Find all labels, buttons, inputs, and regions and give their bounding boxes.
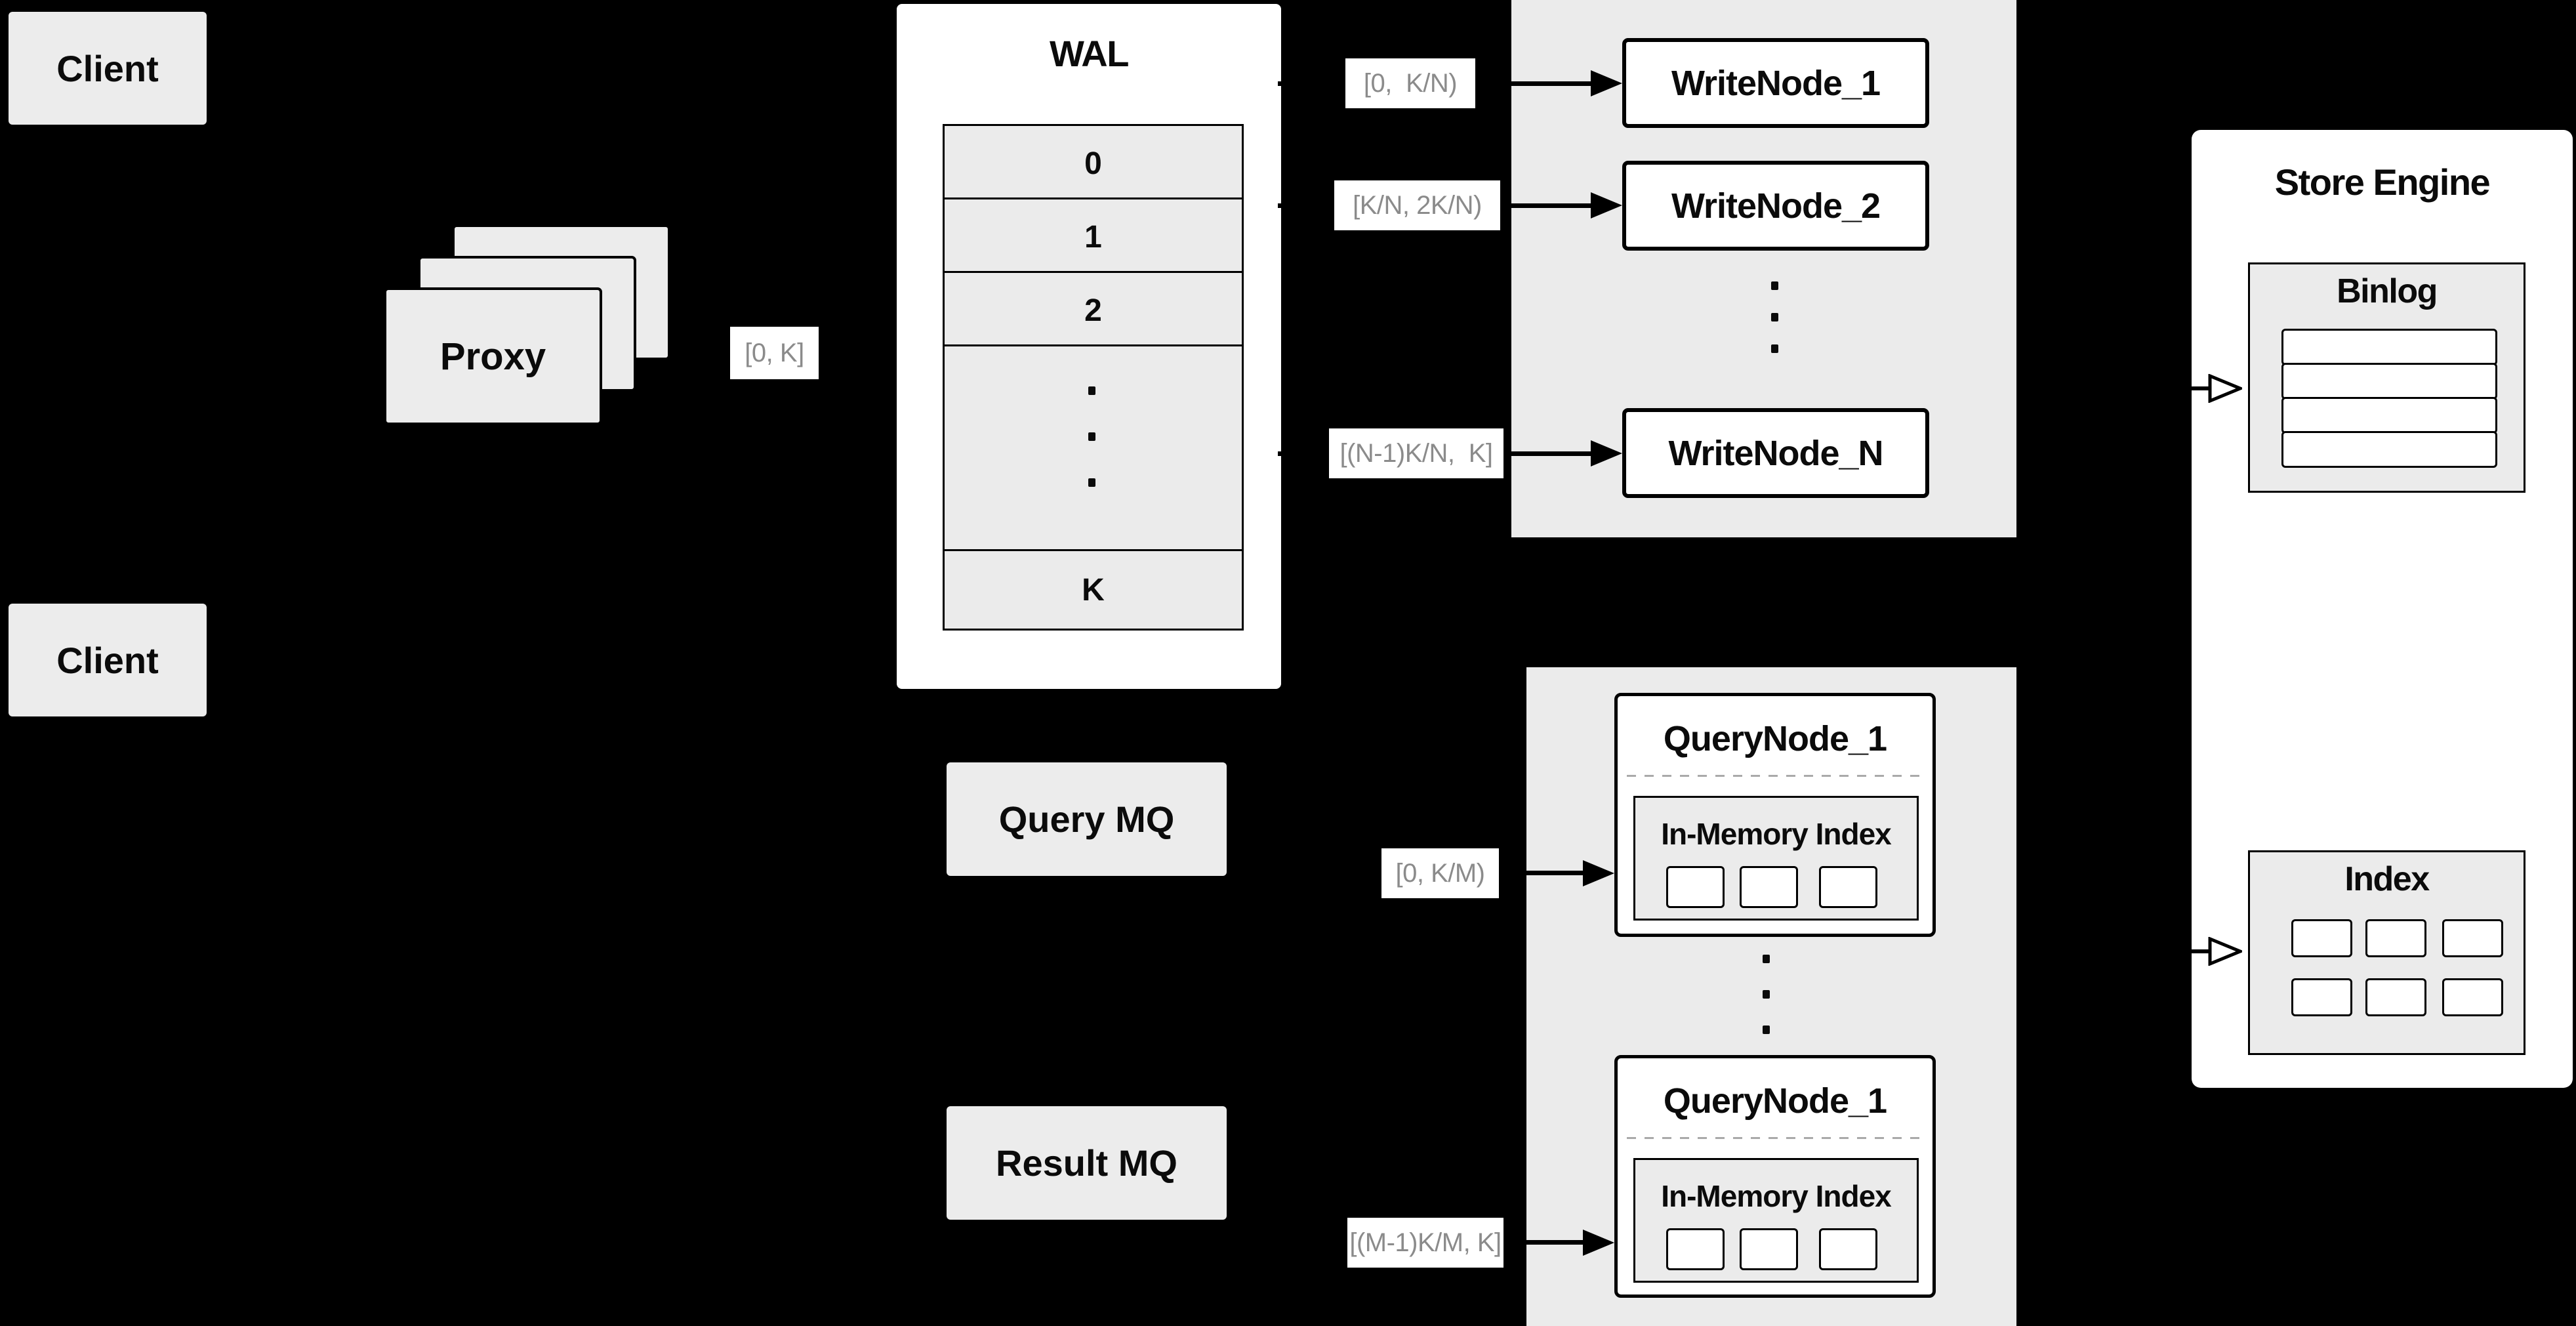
- arrow-to-index-open-head: [2208, 937, 2242, 966]
- index-cell: [2365, 978, 2426, 1016]
- binlog-box: Binlog: [2248, 262, 2525, 493]
- index-cell: [2365, 919, 2426, 957]
- index-cell: [2291, 919, 2352, 957]
- query-mq-box: Query MQ: [947, 762, 1227, 876]
- ellipsis-dot: [1763, 955, 1770, 963]
- in-memory-index-box-1: In-Memory Index: [1633, 796, 1919, 921]
- arrow-to-binlog-line: [2165, 386, 2211, 390]
- query-mq-label: Query MQ: [998, 798, 1175, 840]
- arrow-to-querynode2-head: [1583, 1230, 1614, 1256]
- binlog-row: [2281, 431, 2497, 468]
- binlog-title: Binlog: [2337, 272, 2438, 310]
- wal-segment-k: K: [943, 549, 1244, 631]
- in-memory-index-2-title: In-Memory Index: [1661, 1179, 1892, 1213]
- index-box: Index: [2248, 850, 2525, 1055]
- query-node-1: QueryNode_1 In-Memory Index: [1614, 693, 1936, 937]
- arrow-to-binlog-open-head: [2208, 374, 2242, 403]
- edge-label-wal-to-write1: [0, K/N): [1345, 58, 1475, 108]
- index-cell: [1740, 866, 1798, 908]
- in-memory-index-box-2: In-Memory Index: [1633, 1158, 1919, 1283]
- store-engine-title: Store Engine: [2274, 161, 2491, 203]
- client-top-label: Client: [56, 47, 159, 89]
- query-node-1-title: QueryNode_1: [1663, 719, 1887, 758]
- client-box-bottom: Client: [9, 604, 207, 716]
- ellipsis-dot: [1088, 478, 1095, 487]
- arrow-to-querynode1-head: [1583, 860, 1614, 886]
- wal-title: WAL: [1050, 33, 1129, 74]
- index-cell: [1666, 866, 1725, 908]
- edge-label-wal-to-write2: [K/N, 2K/N): [1334, 180, 1500, 230]
- result-mq-label: Result MQ: [996, 1142, 1177, 1184]
- proxy-label: Proxy: [440, 335, 546, 378]
- arrow-to-index-line: [2165, 949, 2211, 953]
- ellipsis-dot: [1088, 386, 1095, 395]
- wal-panel: WAL 0 1 2 K: [897, 4, 1281, 689]
- index-cell: [1740, 1228, 1798, 1270]
- index-cell: [1666, 1228, 1725, 1270]
- wal-segment-ellipsis: [943, 344, 1244, 555]
- write-node-2: WriteNode_2: [1622, 161, 1929, 251]
- index-cell: [2442, 919, 2503, 957]
- wal-segment-1: 1: [943, 197, 1244, 277]
- proxy-stack: Proxy: [384, 224, 670, 425]
- arrow-wal-to-writenode2-head: [1591, 192, 1622, 218]
- edge-label-to-querynode1: [0, K/M): [1381, 848, 1499, 898]
- binlog-row: [2281, 329, 2497, 365]
- edge-label-proxy-to-wal: [0, K]: [730, 327, 819, 379]
- wal-segment-0: 0: [943, 124, 1244, 203]
- binlog-row: [2281, 397, 2497, 434]
- arrow-wal-to-writenoden-head: [1591, 440, 1622, 466]
- query-node-2-title: QueryNode_1: [1663, 1081, 1887, 1121]
- index-title: Index: [2344, 860, 2430, 898]
- client-bottom-label: Client: [56, 639, 159, 681]
- client-box-top: Client: [9, 12, 207, 125]
- store-engine-panel: Store Engine Binlog Index: [2192, 130, 2573, 1088]
- edge-label-wal-to-writen: [(N-1)K/N, K]: [1329, 428, 1503, 478]
- index-cell: [1819, 866, 1877, 908]
- query-node-2: QueryNode_1 In-Memory Index: [1614, 1055, 1936, 1298]
- binlog-row: [2281, 363, 2497, 400]
- ellipsis-dot: [1763, 1026, 1770, 1034]
- proxy-card-front: Proxy: [384, 287, 602, 425]
- edge-label-to-querynode2: [(M-1)K/M, K]: [1347, 1218, 1503, 1268]
- divider: [1627, 775, 1923, 777]
- ellipsis-dot: [1771, 313, 1778, 321]
- in-memory-index-1-title: In-Memory Index: [1661, 817, 1892, 851]
- index-cell: [1819, 1228, 1877, 1270]
- ellipsis-dot: [1771, 344, 1778, 353]
- ellipsis-dot: [1763, 990, 1770, 999]
- result-mq-box: Result MQ: [947, 1106, 1227, 1220]
- arrow-wal-to-writenode1-head: [1591, 70, 1622, 96]
- write-node-n: WriteNode_N: [1622, 408, 1929, 498]
- ellipsis-dot: [1771, 281, 1778, 290]
- divider: [1627, 1137, 1923, 1139]
- wal-segment-2: 2: [943, 271, 1244, 350]
- index-cell: [2442, 978, 2503, 1016]
- ellipsis-dot: [1088, 432, 1095, 441]
- write-node-1: WriteNode_1: [1622, 38, 1929, 128]
- index-cell: [2291, 978, 2352, 1016]
